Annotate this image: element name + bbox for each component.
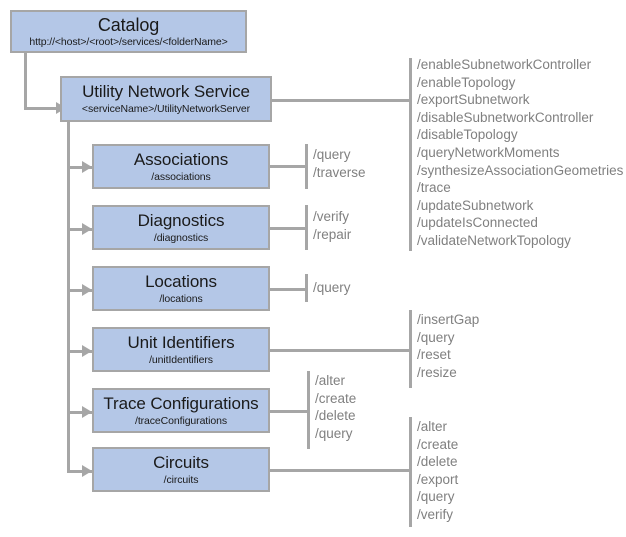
node-catalog-path: http://<host>/<root>/services/<folderNam… — [29, 35, 228, 48]
node-service-title: Utility Network Service — [82, 82, 250, 101]
node-associations[interactable]: Associations /associations — [92, 144, 270, 189]
operation-item: /queryNetworkMoments — [417, 144, 560, 160]
node-unit-identifiers[interactable]: Unit Identifiers /unitIdentifiers — [92, 327, 270, 372]
connector-trunk-to-locations — [67, 289, 92, 292]
operations-diagnostics: /verify /repair — [313, 208, 351, 243]
node-catalog-title: Catalog — [97, 14, 160, 35]
node-diagnostics[interactable]: Diagnostics /diagnostics — [92, 205, 270, 250]
arrow-to-unit-identifiers — [82, 345, 92, 357]
node-diagnostics-title: Diagnostics — [137, 210, 225, 230]
operation-item: /query — [313, 147, 351, 162]
operation-item: /updateIsConnected — [417, 215, 538, 231]
node-circuits-path: /circuits — [163, 473, 199, 486]
operation-item: /insertGap — [417, 312, 480, 327]
arrow-to-circuits — [82, 465, 92, 477]
node-trace-configurations[interactable]: Trace Configurations /traceConfiguration… — [92, 388, 270, 433]
node-trace-configurations-path: /traceConfigurations — [135, 414, 227, 427]
operations-associations: /query /traverse — [313, 146, 366, 181]
connector-trunk-to-circuits — [67, 470, 92, 473]
bracket-unit-identifiers-operations — [409, 310, 412, 388]
operation-item: /export — [417, 471, 459, 487]
operation-item: /delete — [315, 408, 356, 424]
operation-item: /create — [315, 390, 357, 406]
operation-item: /alter — [417, 419, 448, 434]
arrow-to-diagnostics — [82, 223, 92, 235]
operation-item: /delete — [417, 454, 458, 470]
operations-service: /enableSubnetworkController /enableTopol… — [417, 56, 623, 250]
connector-associations-to-operations — [270, 165, 307, 168]
connector-trace-configurations-to-operations — [270, 410, 309, 413]
arrow-to-trace-configurations — [82, 406, 92, 418]
operation-item: /query — [315, 425, 353, 441]
operation-item: /updateSubnetwork — [417, 197, 534, 213]
operation-item: /trace — [417, 180, 451, 196]
connector-trunk-to-unit-identifiers — [67, 350, 92, 353]
node-catalog[interactable]: Catalog http://<host>/<root>/services/<f… — [10, 10, 247, 53]
node-locations-path: /locations — [159, 292, 203, 305]
operation-item: /reset — [417, 347, 451, 363]
operation-item: /verify — [417, 506, 454, 522]
operation-item: /enableSubnetworkController — [417, 57, 592, 72]
operation-item: /alter — [315, 373, 346, 388]
bracket-trace-configurations-operations — [307, 371, 310, 449]
operations-locations: /query — [313, 279, 351, 297]
operation-item: /synthesizeAssociationGeometries — [417, 162, 624, 178]
operation-item: /disableSubnetworkController — [417, 109, 594, 125]
connector-catalog-to-service-vertical — [24, 52, 27, 110]
node-service-path: <serviceName>/UtilityNetworkServer — [81, 103, 251, 115]
node-trace-configurations-title: Trace Configurations — [103, 393, 259, 413]
operation-item: /disableTopology — [417, 127, 518, 143]
connector-catalog-to-service-horizontal — [24, 107, 58, 110]
operation-item: /create — [417, 436, 459, 452]
node-associations-path: /associations — [151, 170, 211, 183]
operation-item: /traverse — [313, 164, 366, 180]
connector-diagnostics-to-operations — [270, 227, 307, 230]
node-utility-network-service[interactable]: Utility Network Service <serviceName>/Ut… — [60, 76, 272, 122]
operation-item: /query — [313, 280, 351, 295]
bracket-locations-operations — [305, 274, 308, 302]
connector-trunk-to-diagnostics — [67, 228, 92, 231]
node-unit-identifiers-path: /unitIdentifiers — [149, 353, 213, 366]
connector-circuits-to-operations — [270, 469, 411, 472]
connector-service-to-operations — [272, 99, 411, 102]
operation-item: /exportSubnetwork — [417, 92, 530, 108]
arrow-to-locations — [82, 284, 92, 296]
arrow-to-associations — [82, 161, 92, 173]
bracket-circuits-operations — [409, 417, 412, 527]
bracket-service-operations — [409, 58, 412, 251]
bracket-diagnostics-operations — [305, 205, 308, 250]
node-diagnostics-path: /diagnostics — [153, 231, 209, 244]
operations-unit-identifiers: /insertGap /query /reset /resize — [417, 311, 479, 381]
operation-item: /repair — [313, 226, 352, 242]
operation-item: /query — [417, 329, 455, 345]
operation-item: /enableTopology — [417, 74, 516, 90]
connector-trunk-to-trace-configurations — [67, 411, 92, 414]
operation-item: /resize — [417, 364, 457, 380]
connector-service-trunk — [67, 122, 70, 471]
operation-item: /validateNetworkTopology — [417, 232, 571, 248]
operations-trace-configurations: /alter /create /delete /query — [315, 372, 356, 442]
node-circuits-title: Circuits — [153, 452, 209, 472]
bracket-associations-operations — [305, 144, 308, 189]
operation-item: /verify — [313, 209, 350, 224]
node-associations-title: Associations — [133, 149, 229, 169]
connector-trunk-to-associations — [67, 166, 92, 169]
connector-unit-identifiers-to-operations — [270, 349, 411, 352]
node-locations-title: Locations — [145, 271, 217, 291]
operations-circuits: /alter /create /delete /export /query /v… — [417, 418, 458, 524]
operation-item: /query — [417, 489, 455, 505]
node-circuits[interactable]: Circuits /circuits — [92, 447, 270, 492]
node-unit-identifiers-title: Unit Identifiers — [127, 332, 235, 352]
connector-locations-to-operations — [270, 288, 307, 291]
node-locations[interactable]: Locations /locations — [92, 266, 270, 311]
